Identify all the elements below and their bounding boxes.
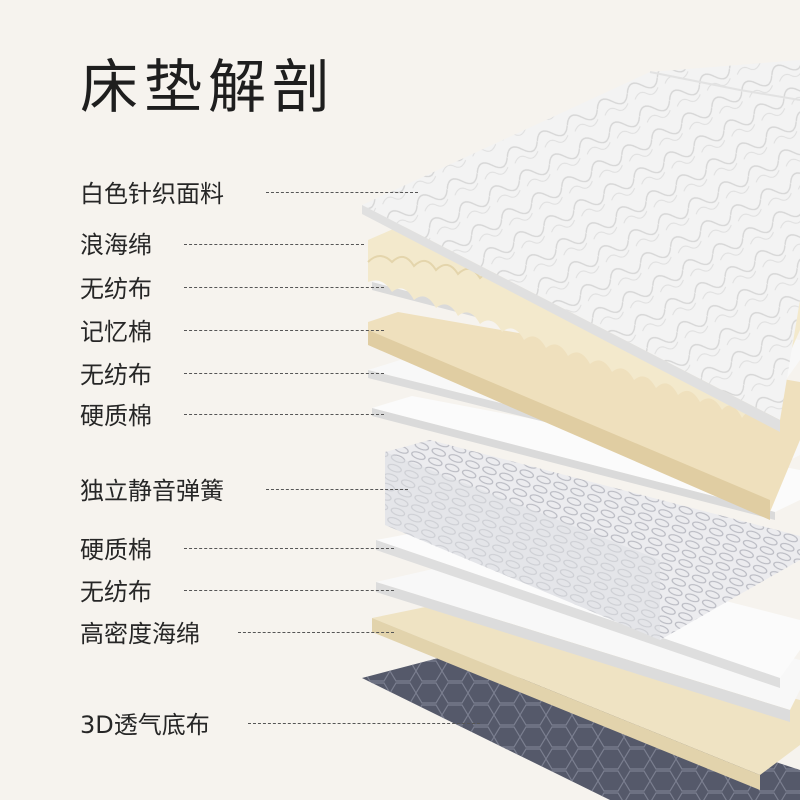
label-hard-cotton-1: 硬质棉 [80,402,152,430]
label-nonwoven-2: 无纺布 [80,361,152,389]
label-wave-foam: 浪海绵 [80,231,152,259]
page-title: 床垫解剖 [80,53,337,121]
label-3d-base-fabric: 3D透气底布 [80,711,210,739]
leader-line [184,330,384,331]
layer-pocket-springs [385,440,800,640]
leader-line [184,414,384,415]
layer-nonwoven-3 [376,566,800,722]
leader-line [248,723,480,724]
label-nonwoven-1: 无纺布 [80,275,152,303]
leader-line [184,373,384,374]
leader-line [184,590,394,591]
leader-line [184,244,364,245]
leader-line [184,548,394,549]
leader-line [266,192,418,193]
leader-line [266,489,408,490]
layer-high-density-foam [372,604,800,790]
layer-white-knit-fabric [362,60,800,432]
label-memory-foam: 记忆棉 [80,318,152,346]
label-white-knit-fabric: 白色针织面料 [80,180,224,208]
leader-line [184,287,384,288]
layer-3d-base-fabric [362,655,800,800]
layer-memory-foam [368,312,800,520]
label-high-density-foam: 高密度海绵 [80,620,200,648]
label-pocket-springs: 独立静音弹簧 [80,477,224,505]
label-nonwoven-3: 无纺布 [80,578,152,606]
label-hard-cotton-2: 硬质棉 [80,536,152,564]
leader-line [238,632,394,633]
